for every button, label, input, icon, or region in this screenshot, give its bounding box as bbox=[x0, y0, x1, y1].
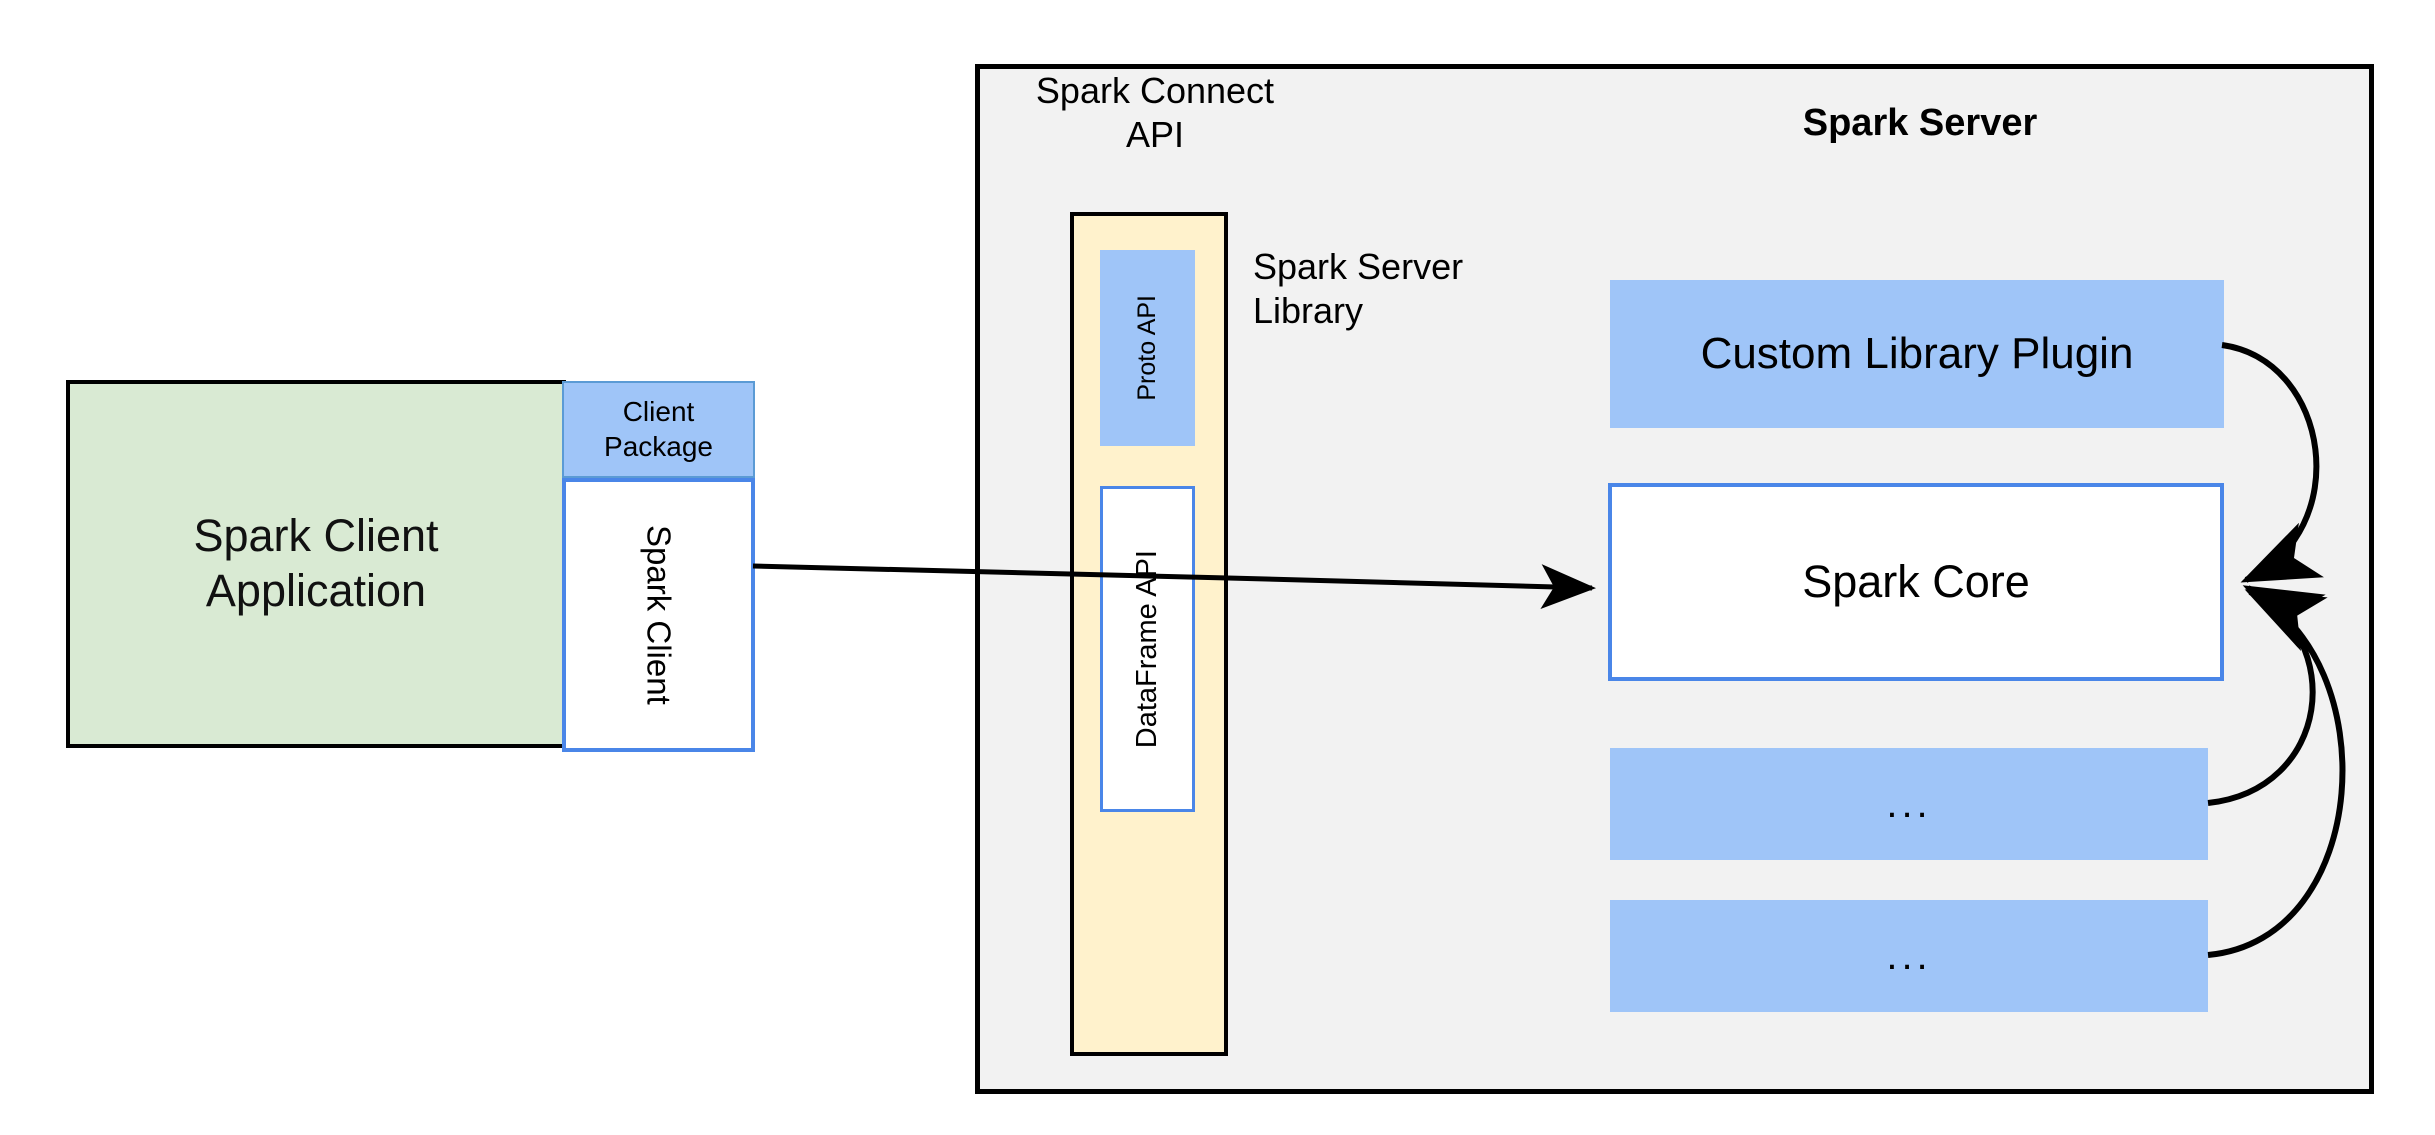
proto-api-box[interactable]: Proto API bbox=[1100, 250, 1195, 446]
dataframe-api-box[interactable]: DataFrame API bbox=[1100, 486, 1195, 812]
ellipsis-box-2[interactable]: ... bbox=[1610, 900, 2208, 1012]
spark-server-title: Spark Server bbox=[1802, 101, 2038, 144]
spark-core-box[interactable]: Spark Core bbox=[1608, 483, 2224, 681]
spark-client-label: Spark Client bbox=[640, 525, 678, 705]
ellipsis-box-1-label: ... bbox=[1886, 781, 1932, 826]
spark-core-label: Spark Core bbox=[1802, 555, 2030, 607]
spark-server-library-label: Spark Server Library bbox=[1253, 246, 1464, 331]
custom-library-plugin-box[interactable]: Custom Library Plugin bbox=[1610, 280, 2224, 428]
spark-client-application-label: Spark Client Application bbox=[193, 510, 439, 616]
proto-api-label: Proto API bbox=[1133, 295, 1162, 401]
dataframe-api-label: DataFrame API bbox=[1130, 549, 1163, 749]
ellipsis-box-2-label: ... bbox=[1886, 933, 1932, 978]
client-package-label: Client Package bbox=[604, 396, 713, 462]
spark-client-application-box[interactable]: Spark Client Application bbox=[66, 380, 566, 748]
custom-library-plugin-label: Custom Library Plugin bbox=[1700, 329, 2134, 379]
spark-client-box[interactable]: Spark Client bbox=[562, 478, 755, 752]
client-package-box[interactable]: Client Package bbox=[562, 381, 755, 478]
spark-connect-api-label: Spark Connect API bbox=[1035, 70, 1275, 155]
ellipsis-box-1[interactable]: ... bbox=[1610, 748, 2208, 860]
